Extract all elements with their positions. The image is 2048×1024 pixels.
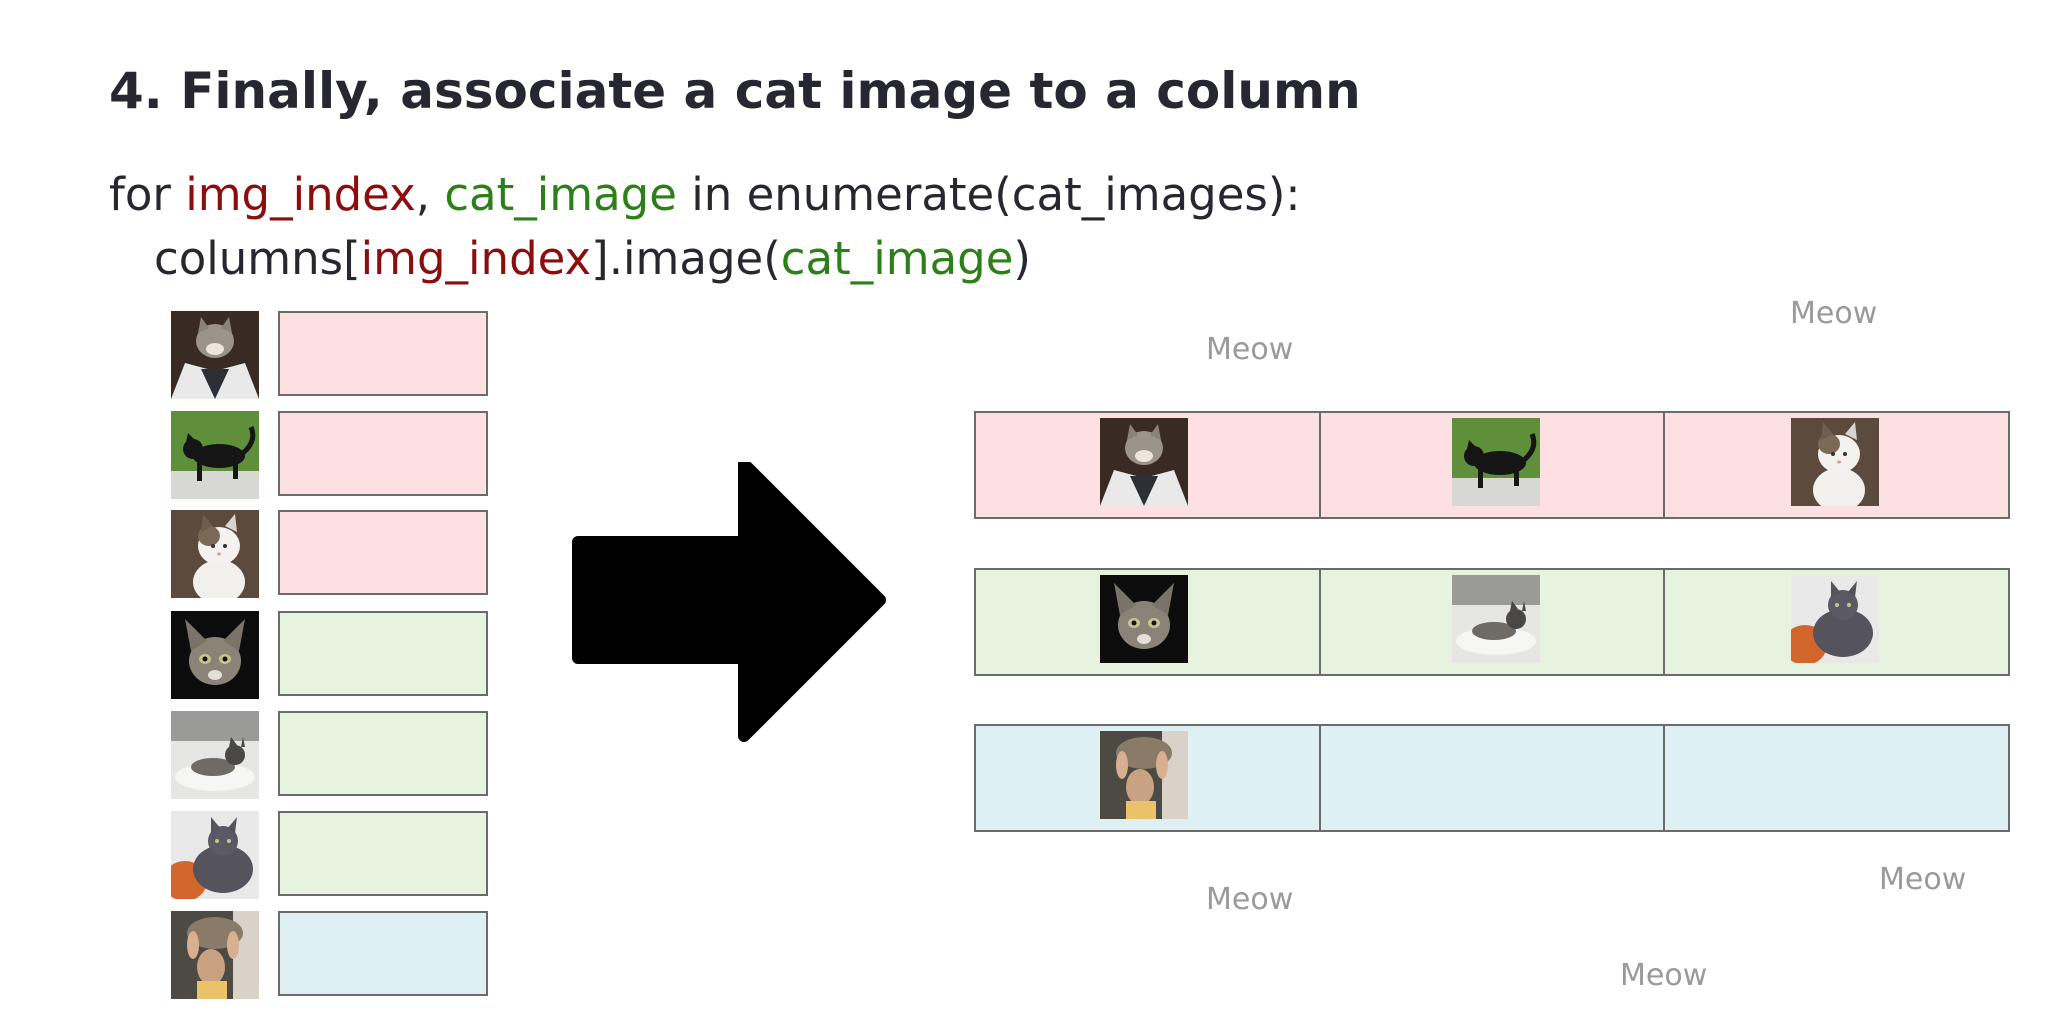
page-title: 4. Finally, associate a cat image to a c…	[109, 62, 1361, 120]
tabby-kitten-thumbnail	[171, 611, 259, 699]
calico-cat-icon	[171, 510, 259, 598]
color-slot-pink	[278, 411, 488, 496]
code-keyword-for: for	[109, 168, 186, 221]
color-slot-pink	[278, 510, 488, 595]
color-slot-green	[278, 711, 488, 796]
columns-row-green	[974, 568, 2010, 676]
code-var-img-index: img_index	[360, 232, 592, 285]
tabby-kitten-icon	[171, 611, 259, 699]
black-cat-icon	[1451, 418, 1540, 506]
cat-suit-icon	[171, 311, 259, 399]
held-cat-icon	[1100, 731, 1188, 819]
cat-suit-icon	[1100, 418, 1188, 506]
tabby-kitten-icon	[1100, 575, 1188, 663]
calico-cat-thumbnail	[1791, 418, 1880, 506]
meow-label: Meow	[1206, 882, 1294, 917]
lounging-cat-thumbnail	[1451, 575, 1540, 663]
meow-label: Meow	[1879, 862, 1967, 897]
code-var-cat-image: cat_image	[780, 232, 1014, 285]
held-cat-thumbnail	[171, 911, 259, 999]
column-cell	[976, 726, 1321, 830]
meow-label: Meow	[1620, 958, 1708, 993]
lounging-cat-icon	[171, 711, 259, 799]
code-line-1: for img_index, cat_image in enumerate(ca…	[109, 168, 1301, 221]
code-var-img-index: img_index	[185, 168, 416, 221]
color-slot-pink	[278, 311, 488, 396]
code-enumerate: in enumerate(cat_images):	[676, 168, 1301, 221]
code-comma: ,	[415, 168, 445, 221]
meow-label: Meow	[1790, 296, 1878, 331]
lounging-cat-thumbnail	[171, 711, 259, 799]
code-var-cat-image: cat_image	[444, 168, 677, 221]
right-arrow-icon	[572, 462, 886, 742]
column-cell	[1665, 413, 2008, 517]
gray-cat-icon	[1791, 575, 1880, 663]
black-cat-thumbnail	[171, 411, 259, 499]
gray-cat-thumbnail	[1791, 575, 1880, 663]
column-cell	[976, 413, 1321, 517]
column-cell	[1321, 413, 1666, 517]
black-cat-icon	[171, 411, 259, 499]
meow-label: Meow	[1206, 332, 1294, 367]
columns-row-pink	[974, 411, 2010, 519]
cat-suit-thumbnail	[1100, 418, 1188, 506]
color-slot-green	[278, 611, 488, 696]
black-cat-thumbnail	[1451, 418, 1540, 506]
column-cell	[1321, 570, 1666, 674]
color-slot-green	[278, 811, 488, 896]
code-image-call: ].image(	[591, 232, 781, 285]
code-line-2: columns[img_index].image(cat_image)	[154, 232, 1031, 285]
calico-cat-thumbnail	[171, 510, 259, 598]
color-slot-blue	[278, 911, 488, 996]
code-close-paren: )	[1013, 232, 1031, 285]
column-cell	[1665, 570, 2008, 674]
code-columns: columns[	[154, 232, 361, 285]
lounging-cat-icon	[1451, 575, 1540, 663]
gray-cat-icon	[171, 811, 259, 899]
columns-row-blue	[974, 724, 2010, 832]
calico-cat-icon	[1791, 418, 1880, 506]
gray-cat-thumbnail	[171, 811, 259, 899]
column-cell-empty	[1665, 726, 2008, 830]
held-cat-thumbnail	[1100, 731, 1188, 819]
column-cell-empty	[1321, 726, 1666, 830]
held-cat-icon	[171, 911, 259, 999]
cat-suit-thumbnail	[171, 311, 259, 399]
tabby-kitten-thumbnail	[1100, 575, 1188, 663]
column-cell	[976, 570, 1321, 674]
